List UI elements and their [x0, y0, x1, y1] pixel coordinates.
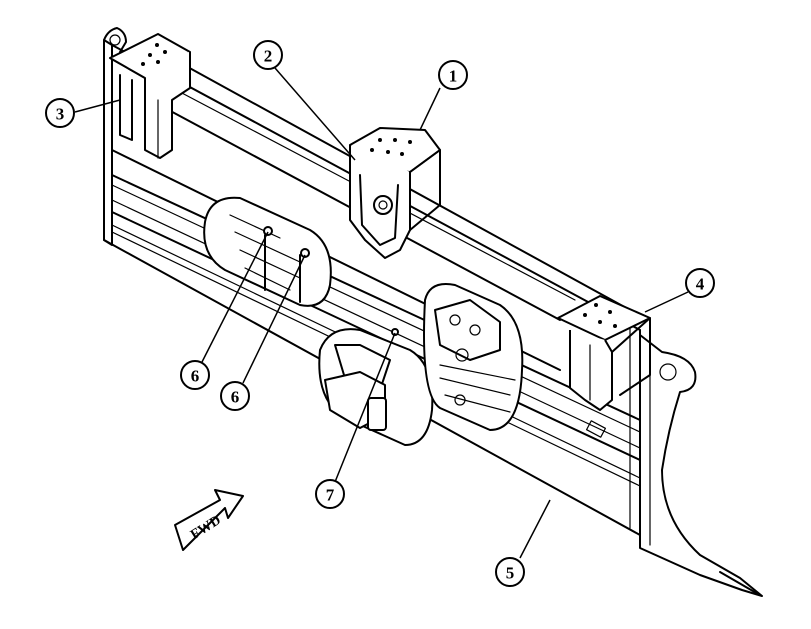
callout-6b: 6: [220, 381, 250, 411]
bracket-center: [349, 127, 441, 259]
callout-4: 4: [685, 268, 715, 298]
hinge-plate-left: [203, 196, 332, 307]
callout-2-label: 2: [264, 47, 273, 66]
callout-7-label: 7: [326, 486, 335, 505]
hinge-plate-right: [423, 283, 524, 431]
callout-6a: 6: [180, 360, 210, 390]
end-bit: [639, 334, 763, 597]
callout-1-label: 1: [449, 67, 458, 86]
leader-lines: [74, 67, 689, 559]
callout-3-label: 3: [56, 105, 65, 124]
callout-6b-label: 6: [231, 388, 240, 407]
callout-3: 3: [45, 98, 75, 128]
bracket-right: [557, 295, 651, 411]
callout-7: 7: [315, 479, 345, 509]
bracket-left: [109, 33, 191, 159]
callout-6a-label: 6: [191, 367, 200, 386]
moldboard: [103, 27, 641, 536]
callout-4-label: 4: [696, 275, 705, 294]
callout-5-label: 5: [506, 564, 515, 583]
callout-2: 2: [253, 40, 283, 70]
callout-5: 5: [495, 557, 525, 587]
fwd-arrow: FWD: [174, 489, 244, 551]
callout-1: 1: [438, 60, 468, 90]
hinge-plate-center: [318, 328, 434, 446]
